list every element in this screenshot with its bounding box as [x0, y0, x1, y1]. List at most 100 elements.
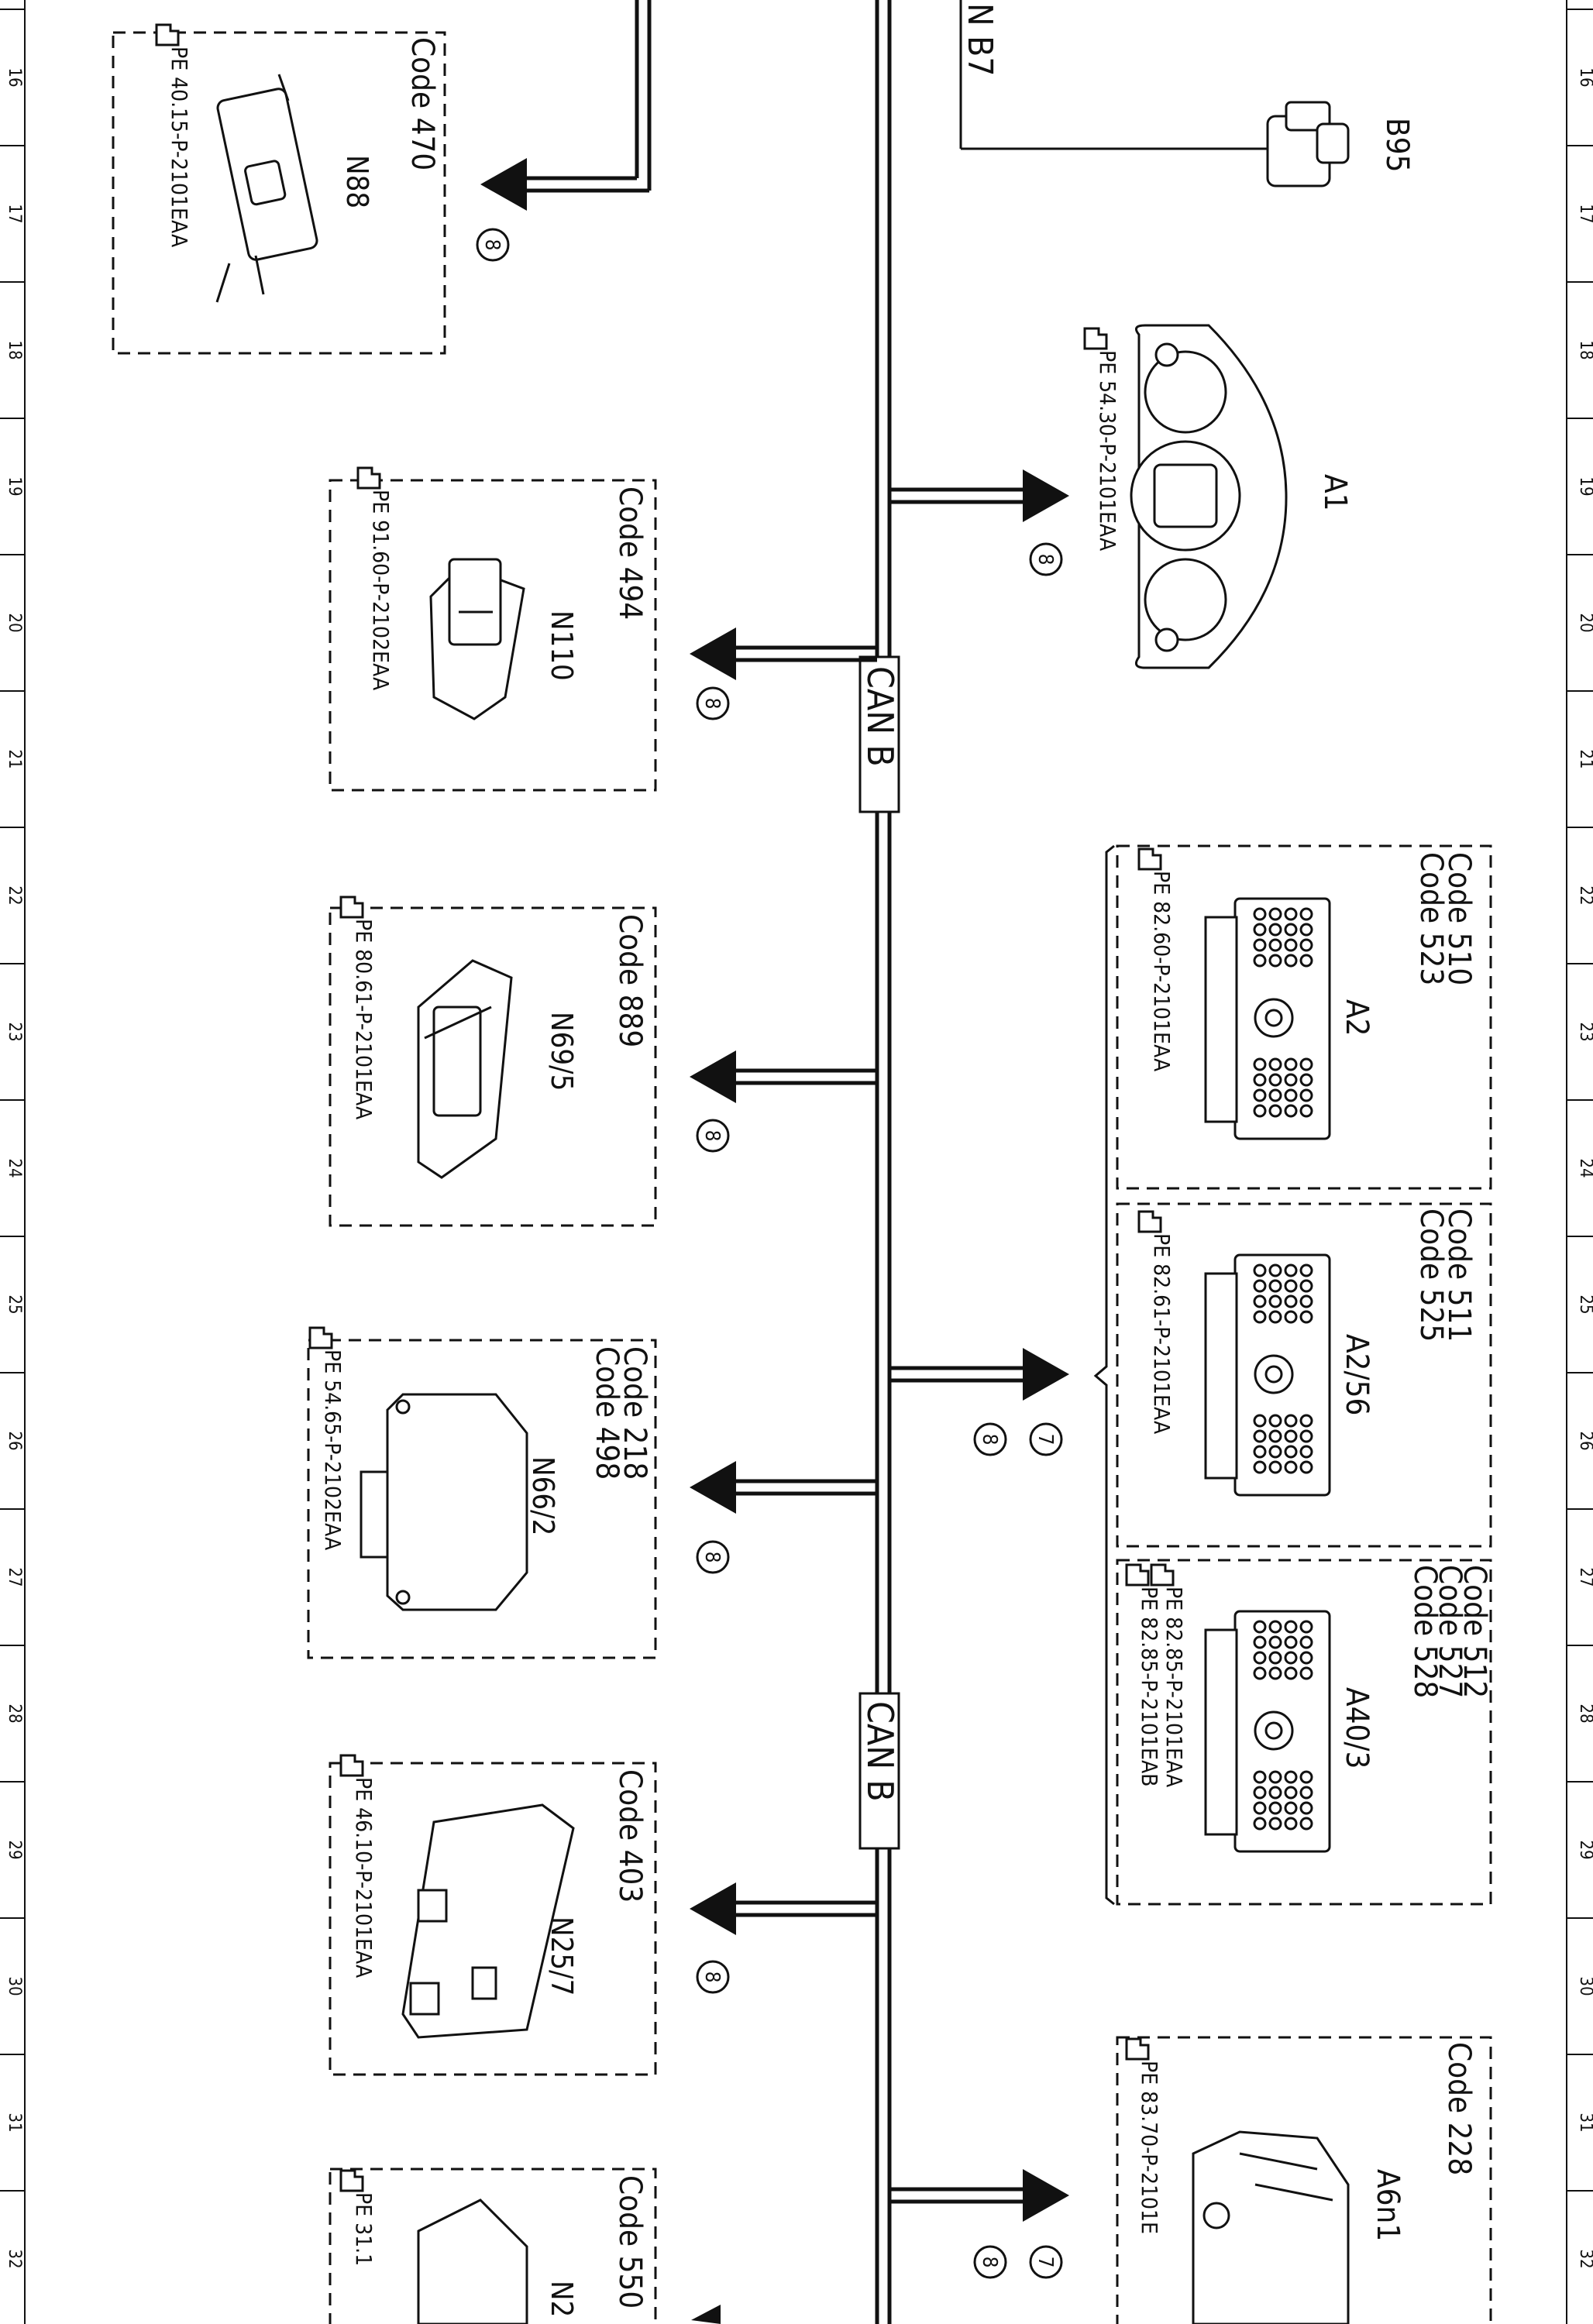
radio-button-glyph: [1253, 938, 1267, 952]
branch-n110: [690, 627, 877, 680]
manual-reference-icon: [1083, 327, 1108, 350]
svg-text:8: 8: [700, 1130, 724, 1142]
radio-button-glyph: [1284, 907, 1298, 921]
radio-button-glyph: [1284, 1817, 1298, 1831]
ref-a40-3-a: PE 82.85-P-2101EAA: [1161, 1587, 1187, 1788]
circle-a1: 8: [1029, 542, 1063, 576]
svg-text:8: 8: [978, 2257, 1001, 2268]
ruler-number: 20: [1576, 613, 1593, 632]
instrument-cluster-icon: [1130, 324, 1288, 669]
component-a2-56: Code 511 Code 525 A2/56 PE 82.61-P-2101E…: [1116, 1202, 1492, 1548]
radio-button-glyph: [1253, 1088, 1267, 1102]
component-n25-7: Code 403 N25/7 PE 46.10-P-2101EAA: [329, 1762, 657, 2076]
radio-button-glyph: [1284, 1460, 1298, 1474]
ruler-number: 26: [1576, 1431, 1593, 1450]
radio-button-glyph: [1253, 1073, 1267, 1087]
radio-button-glyph: [1268, 1651, 1282, 1665]
radio-button-glyph: [1253, 907, 1267, 921]
radio-button-glyph: [1284, 1263, 1298, 1277]
radio-button-glyph: [1253, 1620, 1267, 1634]
radio-button-glyph: [1299, 1770, 1313, 1784]
radio-button-glyph: [1299, 1801, 1313, 1815]
label-a1: A1: [1317, 474, 1353, 511]
ruler-number: 28: [1576, 1703, 1593, 1723]
radio-button-glyph: [1268, 1294, 1282, 1308]
radio-button-glyph: [1284, 1620, 1298, 1634]
radio-button-glyph: [1299, 954, 1313, 968]
radio-button-glyph: [1284, 1651, 1298, 1665]
radio-button-glyph: [1268, 1817, 1282, 1831]
code-a2-56-a: Code 511: [1441, 1208, 1477, 1342]
radio-button-glyph: [1253, 1429, 1267, 1443]
label-nb7: N B7: [960, 3, 999, 77]
radio-button-glyph: [1268, 1057, 1282, 1071]
radio-button-glyph: [1268, 1310, 1282, 1324]
svg-text:CAN B: CAN B: [859, 1701, 901, 1802]
ref-a2: PE 82.60-P-2101EAA: [1149, 871, 1175, 1072]
radio-button-glyph: [1253, 1786, 1267, 1800]
ruler-number: 17: [1576, 204, 1593, 223]
ruler-number: 16: [5, 67, 24, 87]
radio-button-glyph: [1268, 1414, 1282, 1428]
can-bus-trunk: [875, 0, 892, 2324]
ruler-number: 22: [1576, 885, 1593, 905]
component-b95: B95: [1252, 101, 1415, 187]
ruler-number: 16: [1576, 67, 1593, 87]
ref-a1: PE 54.30-P-2101EAA: [1095, 350, 1120, 552]
component-n110: Code 494 N110 PE 91.60-P-2102EAA: [329, 479, 657, 792]
feed-n88: [480, 0, 652, 211]
svg-text:8: 8: [700, 1972, 724, 1983]
n25-7-module-icon: [401, 1803, 575, 2039]
n66-2-module-icon: [360, 1393, 528, 1611]
code-a2-56-b: Code 525: [1413, 1208, 1449, 1342]
component-n88: Code 470 N88 PE 40.15-P-2101EAA: [112, 31, 446, 355]
manual-reference-icon: [1137, 847, 1162, 871]
radio-button-glyph: [1253, 1460, 1267, 1474]
ruler-number: 25: [5, 1294, 24, 1314]
radio-button-glyph: [1299, 1429, 1313, 1443]
ruler-number: 18: [1576, 340, 1593, 359]
ref-n66-2: PE 54.65-P-2102EAA: [320, 1349, 346, 1551]
radio-button-glyph: [1253, 1635, 1267, 1649]
ruler-number: 19: [1576, 476, 1593, 496]
radio-button-glyph: [1268, 1620, 1282, 1634]
radio-button-glyph: [1253, 1770, 1267, 1784]
ruler-number: 28: [5, 1703, 24, 1723]
branch-n66-2: [690, 1461, 877, 1514]
radio-button-glyph: [1268, 1088, 1282, 1102]
code-a40-3-b: Code 527: [1432, 1565, 1467, 1698]
radio-button-glyph: [1299, 1088, 1313, 1102]
radio-button-glyph: [1268, 1429, 1282, 1443]
circle-n66-2: 8: [696, 1540, 730, 1574]
ref-a40-3-b: PE 82.85-P-2101EAB: [1137, 1587, 1162, 1786]
ref-n110: PE 91.60-P-2102EAA: [368, 490, 394, 691]
manual-reference-icon: [339, 2169, 364, 2192]
branch-radio: [889, 1348, 1069, 1401]
code-a2-b: Code 523: [1413, 852, 1449, 985]
ruler-number: 29: [1576, 1840, 1593, 1859]
radio-button-glyph: [1299, 1310, 1313, 1324]
label-n110: N110: [545, 610, 579, 681]
radio-button-glyph: [1284, 1104, 1298, 1118]
radio-button-glyph: [1299, 1263, 1313, 1277]
radio-button-glyph: [1284, 1770, 1298, 1784]
radio-button-glyph: [1268, 954, 1282, 968]
component-a1: A1 PE 54.30-P-2101EAA: [1095, 324, 1353, 669]
component-n66-2: Code 218 Code 498 N66/2 PE 54.65-P-2102E…: [307, 1339, 657, 1659]
radio-button-glyph: [1268, 1786, 1282, 1800]
ref-a2-56: PE 82.61-P-2101EAA: [1149, 1233, 1175, 1435]
code-a40-3-a: Code 512: [1457, 1565, 1492, 1698]
radio-button-glyph: [1268, 938, 1282, 952]
label-a2-56: A2/56: [1339, 1334, 1375, 1415]
svg-text:8: 8: [700, 1552, 724, 1563]
svg-text:CAN B: CAN B: [859, 666, 901, 767]
radio-button-glyph: [1253, 1666, 1267, 1680]
ref-n2: PE 31.1: [351, 2192, 377, 2266]
radio-button-glyph: [1253, 1651, 1267, 1665]
radio-button-glyph: [1253, 1104, 1267, 1118]
a6n1-heater-unit-icon: [1192, 2130, 1350, 2324]
can-label-2: CAN B: [858, 1692, 901, 1850]
radio-button-glyph: [1299, 1786, 1313, 1800]
circle-radio-7: 7: [1029, 1422, 1063, 1456]
manual-reference-icon: [339, 1754, 364, 1777]
